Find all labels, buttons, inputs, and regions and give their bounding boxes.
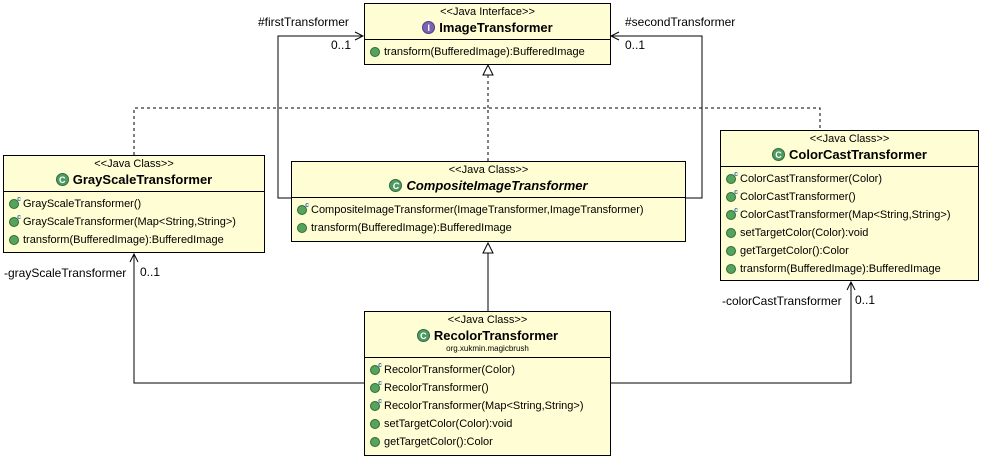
operation-row[interactable]: transform(BufferedImage):BufferedImage	[297, 219, 685, 237]
operation-row[interactable]: c GrayScaleTransformer(Map<String,String…	[9, 213, 264, 231]
operations-list: c GrayScaleTransformer() c GrayScaleTran…	[4, 192, 264, 251]
class-name: ColorCastTransformer	[789, 147, 927, 162]
public-method-icon	[726, 228, 736, 238]
recolor-transformer-class[interactable]: <<Java Class>> C RecolorTransformer org.…	[364, 311, 611, 456]
constructor-icon: c	[726, 207, 738, 220]
color-cast-transformer-class[interactable]: <<Java Class>> C ColorCastTransformer c …	[720, 130, 979, 281]
public-method-icon	[9, 235, 19, 245]
second-transformer-association	[611, 36, 703, 199]
public-method-icon	[297, 223, 307, 233]
stereotype: <<Java Class>>	[447, 314, 528, 326]
public-method-icon	[370, 419, 380, 429]
public-method-icon	[370, 47, 380, 57]
constructor-icon: c	[297, 202, 309, 215]
class-name: CompositeImageTransformer	[406, 178, 588, 193]
class-header: <<Java Interface>> I ImageTransformer	[365, 4, 610, 40]
color-cast-role: -colorCastTransformer	[722, 294, 842, 308]
gray-scale-transformer-class[interactable]: <<Java Class>> C GrayScaleTransformer c …	[3, 155, 265, 253]
first-transformer-multiplicity: 0..1	[331, 38, 352, 52]
stereotype: <<Java Class>>	[809, 133, 890, 145]
abstract-class-icon: C	[389, 179, 403, 192]
operation-row[interactable]: setTargetColor(Color):void	[370, 415, 610, 433]
operation-row[interactable]: transform(BufferedImage):BufferedImage	[9, 231, 264, 249]
first-transformer-role: #firstTransformer	[258, 15, 349, 29]
class-icon: C	[772, 148, 785, 161]
operations-list: c ColorCastTransformer(Color) c ColorCas…	[721, 167, 978, 280]
class-header: <<Java Class>> C ColorCastTransformer	[721, 131, 978, 167]
operation-row[interactable]: c ColorCastTransformer(Map<String,String…	[726, 206, 978, 224]
public-method-icon	[726, 246, 736, 256]
constructor-icon: c	[9, 214, 21, 227]
realization-dashed-line	[133, 107, 821, 155]
operations-list: transform(BufferedImage):BufferedImage	[365, 40, 610, 63]
class-icon: C	[55, 173, 69, 186]
operation-row[interactable]: c ColorCastTransformer(Color)	[726, 170, 978, 188]
second-transformer-role: #secondTransformer	[625, 15, 736, 29]
first-transformer-association	[277, 36, 363, 199]
constructor-icon: c	[370, 380, 382, 393]
public-method-icon	[370, 437, 380, 447]
class-header: <<Java Class>> C RecolorTransformer org.…	[365, 312, 610, 358]
class-name: RecolorTransformer	[433, 328, 559, 343]
composite-image-transformer-class[interactable]: <<Java Class>> C CompositeImageTransform…	[291, 161, 686, 242]
interface-icon: I	[422, 21, 436, 34]
stereotype: <<Java Interface>>	[440, 6, 535, 18]
operation-row[interactable]: c RecolorTransformer()	[370, 379, 610, 397]
operation-row[interactable]: transform(BufferedImage):BufferedImage	[726, 260, 978, 278]
operation-row[interactable]: c GrayScaleTransformer()	[9, 195, 264, 213]
operation-row[interactable]: c ColorCastTransformer()	[726, 188, 978, 206]
image-transformer-class[interactable]: <<Java Interface>> I ImageTransformer tr…	[364, 3, 611, 65]
gray-scale-association	[134, 254, 364, 384]
constructor-icon: c	[726, 171, 738, 184]
color-cast-multiplicity: 0..1	[855, 293, 876, 307]
operation-row[interactable]: getTargetColor():Color	[370, 433, 610, 451]
operations-list: c CompositeImageTransformer(ImageTransfo…	[292, 198, 685, 239]
operation-row[interactable]: getTargetColor():Color	[726, 242, 978, 260]
class-header: <<Java Class>> C GrayScaleTransformer	[4, 156, 264, 192]
gray-scale-multiplicity: 0..1	[140, 265, 161, 279]
package-name: org.xukmin.magicbrush	[446, 344, 529, 353]
constructor-icon: c	[370, 362, 382, 375]
class-icon: C	[416, 329, 430, 342]
constructor-icon: c	[370, 398, 382, 411]
stereotype: <<Java Class>>	[94, 158, 174, 170]
constructor-icon: c	[726, 189, 738, 202]
operations-list: c RecolorTransformer(Color) c RecolorTra…	[365, 358, 610, 453]
class-name: ImageTransformer	[439, 20, 553, 35]
stereotype: <<Java Class>>	[448, 164, 529, 176]
operation-row[interactable]: transform(BufferedImage):BufferedImage	[370, 43, 610, 61]
operation-row[interactable]: c RecolorTransformer(Map<String,String>)	[370, 397, 610, 415]
color-cast-association	[611, 282, 851, 384]
public-method-icon	[726, 264, 736, 274]
operation-row[interactable]: setTargetColor(Color):void	[726, 224, 978, 242]
class-name: GrayScaleTransformer	[72, 172, 213, 187]
gray-scale-role: -grayScaleTransformer	[4, 266, 127, 280]
constructor-icon: c	[9, 196, 21, 209]
class-header: <<Java Class>> C CompositeImageTransform…	[292, 162, 685, 198]
operation-row[interactable]: c RecolorTransformer(Color)	[370, 361, 610, 379]
second-transformer-multiplicity: 0..1	[625, 38, 646, 52]
operation-row[interactable]: c CompositeImageTransformer(ImageTransfo…	[297, 201, 685, 219]
